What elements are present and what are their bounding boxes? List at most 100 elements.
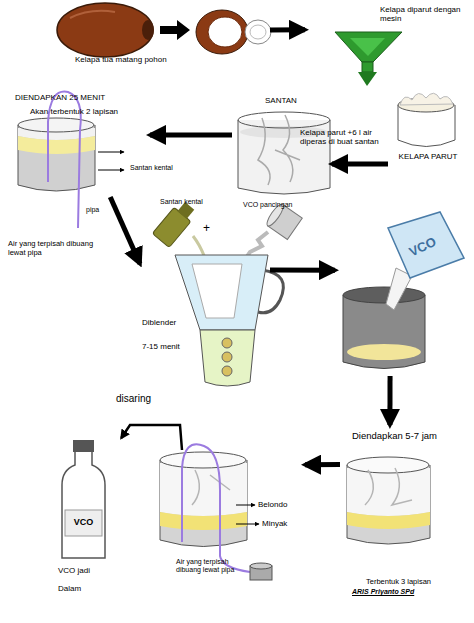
oil-bottom xyxy=(347,344,421,360)
annotation: VCO pancingan xyxy=(243,201,313,209)
oil-layer xyxy=(160,512,247,530)
blender: Diblender 7-15 menit xyxy=(140,250,270,388)
stage-note: Akan terbentuk 2 lapisan xyxy=(30,107,150,116)
stage-note: Kelapa parut +6 l air diperas di buat sa… xyxy=(300,128,382,146)
bottle-body xyxy=(62,450,105,558)
flow-arrow xyxy=(121,425,182,450)
stage-label: KELAPA PARUT xyxy=(390,152,466,161)
stage-label: DIENDAPKAN 25 MENIT xyxy=(15,93,150,102)
grater-spout xyxy=(362,62,373,72)
fermenting-container: VCO xyxy=(335,208,467,376)
stage-note: Dalam xyxy=(58,584,125,593)
oil-layer xyxy=(347,512,430,529)
stage-label: VCO xyxy=(394,229,451,266)
grater-outlet xyxy=(358,72,377,86)
flow-arrow xyxy=(305,462,340,467)
blender-jug xyxy=(175,255,268,330)
blender-button xyxy=(222,338,232,348)
annotation: Santan kental xyxy=(160,198,220,206)
three-layer-illustration xyxy=(347,457,430,544)
vco-bottle: VCOVCO jadiDalam xyxy=(50,438,125,598)
blender-base xyxy=(200,330,255,386)
drain-pipe xyxy=(182,444,250,572)
coconut xyxy=(57,3,154,57)
leader-arrow xyxy=(98,170,124,171)
flow-arrow xyxy=(332,161,388,166)
stage-label: SANTAN xyxy=(265,96,325,105)
stage-note: Terbentuk 3 lapisan xyxy=(366,578,466,587)
flow-arrow xyxy=(270,27,305,32)
blender-button xyxy=(222,352,232,362)
coconut-inner xyxy=(250,25,266,39)
container-body xyxy=(18,125,95,191)
beaker-rim xyxy=(238,112,330,128)
stage-label: Belondo xyxy=(258,500,303,509)
annotation: Santan kental xyxy=(130,164,190,172)
flow-arrow xyxy=(110,197,140,264)
split-coconut xyxy=(196,10,271,54)
blender-content xyxy=(192,264,242,318)
santan-beaker xyxy=(238,112,330,194)
stage-note: Minyak xyxy=(262,519,304,528)
coconut-milk-beaker: SANTANKelapa parut +6 l air diperas di b… xyxy=(232,95,332,200)
container-body xyxy=(343,295,425,369)
container-rim xyxy=(18,118,94,132)
coconut-tip xyxy=(142,20,154,40)
leader-arrow xyxy=(236,524,259,525)
step-arrow xyxy=(160,20,190,40)
separation-illustration xyxy=(160,444,272,580)
squeezed-coconut xyxy=(258,115,300,185)
top-layer xyxy=(160,463,247,516)
container-body xyxy=(347,465,430,544)
leader-arrow xyxy=(98,152,124,153)
flow-arrow xyxy=(150,132,232,137)
flow-arrow xyxy=(270,268,335,273)
coconut-flesh xyxy=(208,17,242,47)
bottle-cap xyxy=(73,440,94,452)
vco-bottle-illustration xyxy=(62,440,105,558)
settling-swirl xyxy=(365,468,412,505)
stage-label: Kelapa tua matang pohon xyxy=(75,55,195,64)
grated-coconut-bowl: KELAPA PARUT xyxy=(388,88,468,168)
stage-note: 7-15 menit xyxy=(142,342,202,351)
grater-hopper xyxy=(335,32,402,62)
annotation: pipa xyxy=(86,206,116,214)
stage-note: VCO jadi xyxy=(58,566,125,575)
santan-bottle xyxy=(152,199,198,248)
stage-label: Diblender xyxy=(142,318,202,327)
stage-label: Diendapkan 5-7 jam xyxy=(352,431,448,442)
settling-container: DIENDAPKAN 25 MENIT Akan terbentuk 2 lapi… xyxy=(8,90,150,197)
coconut-shine xyxy=(70,11,115,18)
edge-label: disaring xyxy=(116,393,176,405)
separation-container: BelondoMinyak xyxy=(155,450,305,555)
leader-arrow xyxy=(236,505,255,506)
drain-cup-top xyxy=(250,563,272,569)
cream-layer xyxy=(18,136,95,154)
coconut-half xyxy=(196,10,248,54)
blender-illustration xyxy=(175,255,283,386)
three-layer-container: Diendapkan 5-7 jamTerbentuk 3 lapisan xyxy=(340,425,468,590)
grater-stage: Kelapa diparut dengan mesin xyxy=(305,0,472,90)
vco-bag xyxy=(388,212,464,278)
grater-machine xyxy=(335,32,402,86)
annotation: Air yang terpisah dibuang lewat pipa xyxy=(176,558,246,574)
annotation: + xyxy=(203,222,217,236)
coconut-shell xyxy=(57,3,153,57)
coconut-stage: Kelapa tua matang pohon xyxy=(50,2,270,70)
annotation: Air yang terpisah dibuang lewat pipa xyxy=(8,240,103,257)
settling-swirl xyxy=(192,470,230,505)
grater-highlight xyxy=(350,38,385,56)
coconut-half-white xyxy=(245,20,271,44)
container-rim xyxy=(160,452,246,468)
flow-arrow xyxy=(387,376,392,425)
vco-bag-container xyxy=(343,212,464,369)
grated-pile xyxy=(400,93,453,105)
grated-coconut xyxy=(398,93,455,146)
stage-label: Kelapa diparut dengan mesin xyxy=(380,5,472,23)
container-rim xyxy=(347,457,429,473)
pour-stream xyxy=(246,232,268,258)
author-credit: ARIS Priyanto SPd xyxy=(352,588,462,596)
top-layer xyxy=(347,468,430,516)
blender-button xyxy=(222,366,232,376)
